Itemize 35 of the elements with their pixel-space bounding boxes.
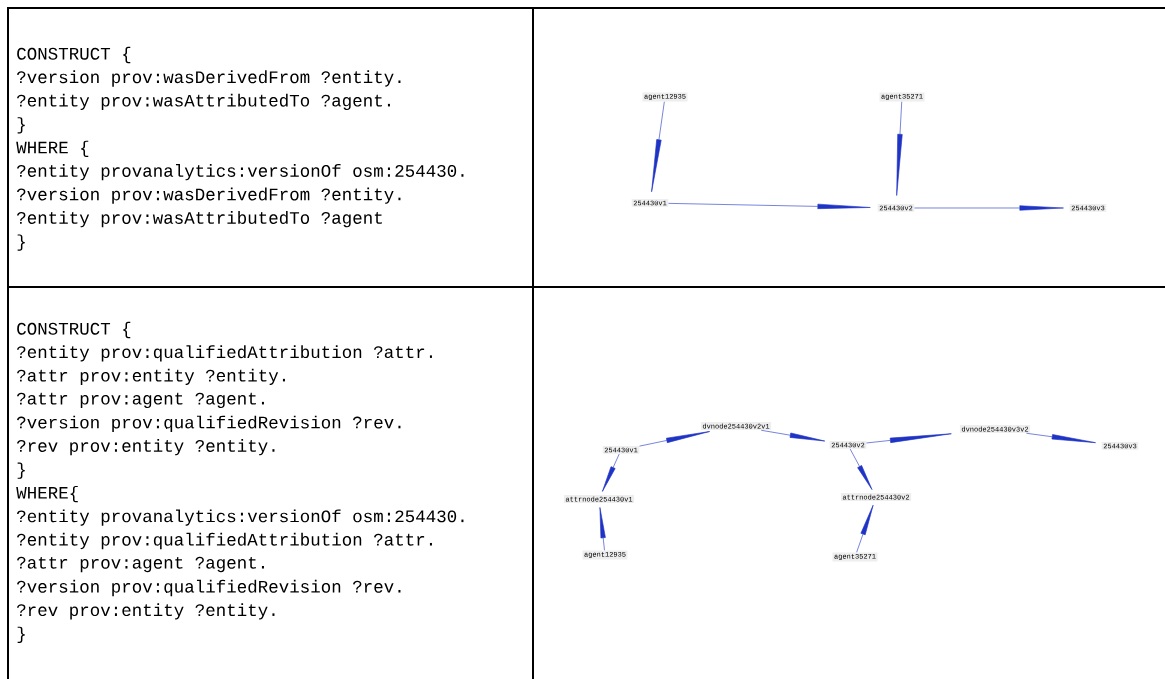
code-line: ?attr prov:entity ?entity.: [17, 368, 285, 386]
code-line: WHERE{: [16, 485, 78, 503]
code-line: ?attr prov:agent ?agent.: [17, 556, 264, 573]
code-line: ?rev prov:entity ?entity.: [17, 439, 275, 456]
code-line: ?entity prov:qualifiedAttribution ?attr.: [17, 345, 432, 362]
code-line: ?entity prov:qualifiedAttribution ?attr.: [17, 532, 432, 550]
tapered-edge: [760, 429, 826, 442]
code-line: }: [17, 234, 25, 251]
code-line: }: [17, 626, 25, 643]
code-line: ?entity prov:wasAttributedTo ?agent: [17, 211, 382, 228]
code-line: ?rev prov:entity ?entity.: [17, 603, 275, 620]
tapered-edge: [849, 448, 873, 490]
code-line: ?version prov:wasDerivedFrom ?entity.: [17, 70, 401, 87]
code-line: }: [17, 462, 25, 479]
tapered-edge: [602, 453, 620, 492]
tapered-edge: [866, 433, 952, 444]
code-line: ?version prov:qualifiedRevision ?rev.: [17, 415, 401, 432]
code-line: CONSTRUCT {: [17, 321, 131, 339]
code-line: }: [17, 117, 25, 134]
tapered-edge: [896, 101, 903, 196]
tapered-edge: [639, 431, 710, 447]
code-line: ?entity provanalytics:versionOf osm:254430.: [17, 509, 464, 526]
code-line: ?entity prov:wasAttributedTo ?agent.: [17, 93, 390, 111]
tapered-edge: [914, 205, 1064, 211]
tapered-edge: [668, 203, 871, 209]
tapered-edge: [1026, 432, 1096, 443]
code-line: ?version prov:wasDerivedFrom ?entity.: [17, 187, 401, 204]
tapered-edge: [599, 507, 606, 551]
code-line: WHERE {: [16, 140, 89, 157]
code-line: ?entity provanalytics:versionOf osm:254430.: [17, 164, 464, 181]
code-line: ?attr prov:agent ?agent.: [17, 392, 264, 409]
code-line: CONSTRUCT {: [17, 46, 131, 64]
code-line: ?version prov:qualifiedRevision ?rev.: [17, 579, 401, 597]
tapered-edge: [856, 504, 874, 553]
tapered-edge: [651, 101, 665, 193]
